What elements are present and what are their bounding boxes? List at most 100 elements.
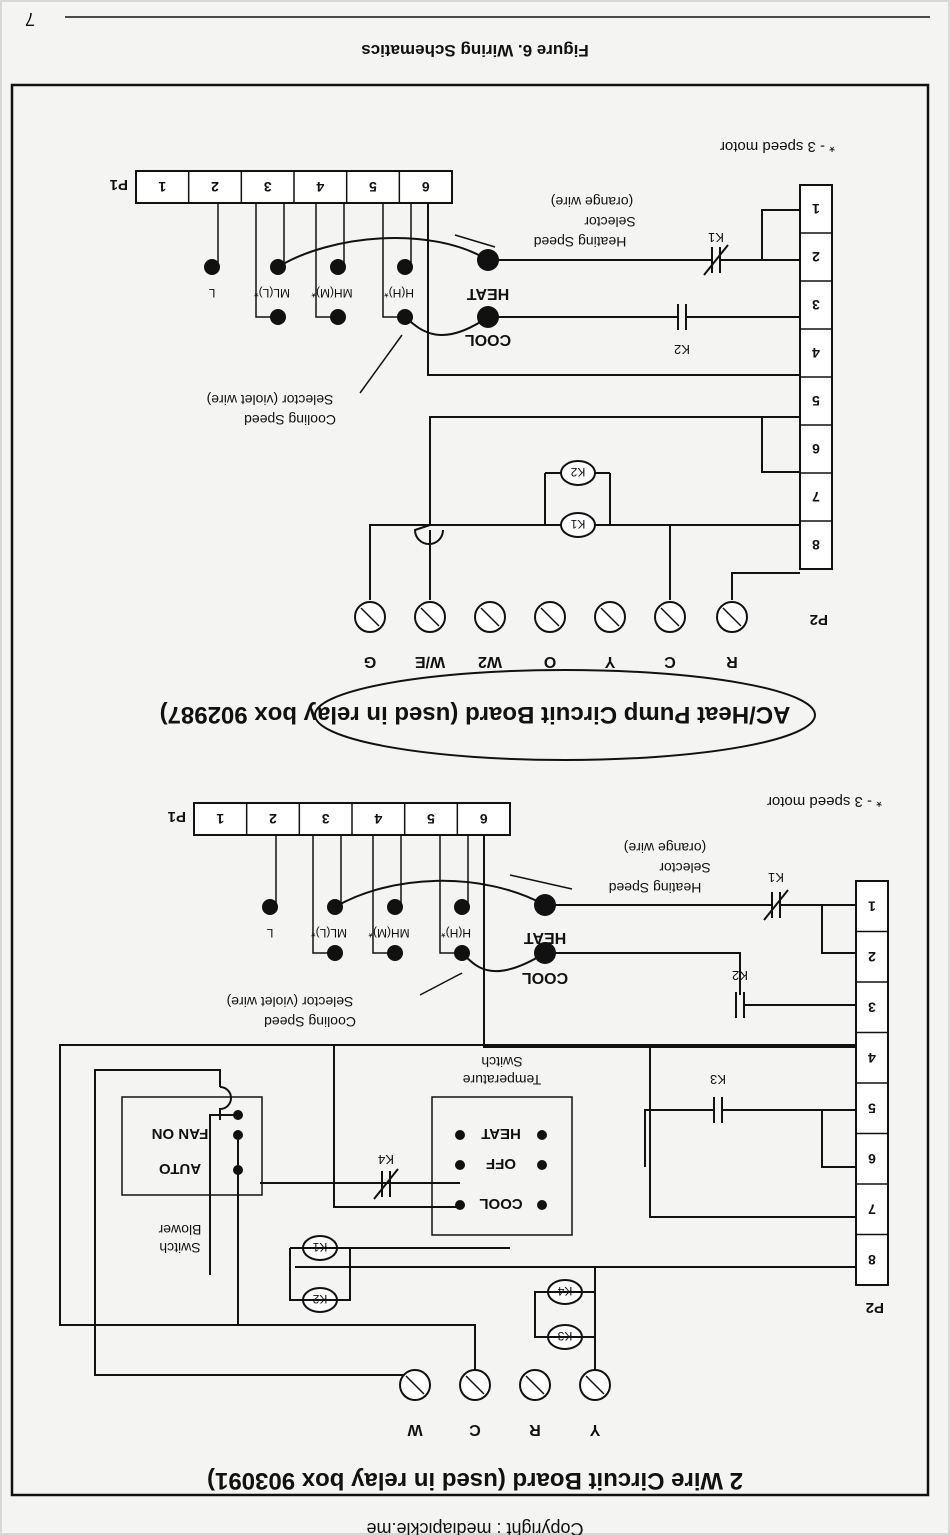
cool-label-a: COOL [465, 331, 511, 348]
p2-pin-6-b: 6 [868, 1151, 876, 1167]
heat-label-a: HEAT [467, 285, 510, 302]
speed-tap-label-b: H(H)* [441, 926, 471, 940]
k2-contact-label-b: K2 [732, 968, 748, 983]
heating-selector-line2-b: Selector [659, 860, 711, 876]
cooling-selector-wire-a [404, 316, 489, 336]
board-title-a: AC/Heat Pump Circuit Board (used in rela… [160, 701, 791, 728]
p2-pin-5-b: 5 [868, 1100, 876, 1116]
k1-contact-label-b: K1 [768, 870, 784, 885]
rotated-content: 7 Figure 6. Wiring Schematics * - 3 spee… [10, 9, 930, 1535]
k3-contact-b: K3 [710, 1072, 726, 1123]
terminal-label-a: W/E [415, 653, 446, 670]
temperature-switch-position-heat[interactable]: HEAT [481, 1125, 521, 1142]
heating-selector-wire-b [334, 879, 546, 908]
terminal-slot [585, 1375, 605, 1395]
k1-coil-label-a: K1 [570, 517, 585, 531]
speed-tap-label-a: L [208, 286, 215, 300]
p2-pin-3-a: 3 [812, 297, 820, 313]
figure-caption: Figure 6. Wiring Schematics [361, 41, 589, 60]
p1-pin-1-b: 1 [216, 811, 224, 827]
p2-pin-7-a: 7 [812, 489, 820, 505]
jumper-p2-1-2-b [821, 904, 856, 954]
speed-tap-wire-lower [382, 203, 405, 318]
terminal-label-a: O [544, 653, 556, 670]
p2-pin-4-a: 4 [812, 345, 820, 361]
k4-contact-b: K4 [373, 1152, 399, 1200]
k1-contact-a: K1 [703, 230, 729, 276]
heating-selector-line3-b: (orange wire) [624, 840, 706, 856]
blower-switch-position-fan-on[interactable]: FAN ON [152, 1125, 209, 1142]
cooling-selector-line1-a: Cooling Speed [244, 412, 336, 428]
speed-tap-wire [462, 835, 469, 908]
cool-label-b: COOL [522, 969, 568, 986]
wire-w-crossover-b [219, 1086, 232, 1120]
blower-switch-position-auto[interactable]: AUTO [159, 1160, 202, 1177]
p2-pin-1-a: 1 [812, 201, 820, 217]
temperature-switch-position-off[interactable]: OFF [486, 1155, 516, 1172]
temperature-switch-contact [455, 1160, 465, 1170]
p2-pin-2-a: 2 [812, 249, 820, 265]
coil-loop-k3-k4-b [534, 1291, 596, 1338]
heating-selector-line1-a: Heating Speed [534, 234, 627, 250]
coil-loop-k1-k2-b [289, 1248, 351, 1301]
jumper-p2-5-6-b [821, 1109, 856, 1168]
temperature-switch-title-line1: Temperature [462, 1072, 541, 1088]
p2-pin-2-b: 2 [868, 949, 876, 965]
terminal-slot [540, 607, 560, 627]
p1-pin-2-a: 2 [211, 179, 219, 195]
jumper-p2-5-6-a [761, 416, 800, 473]
terminal-slot [405, 1375, 425, 1395]
p1-pin-4-b: 4 [374, 811, 382, 827]
wire-p2-5-we-a [429, 416, 800, 507]
temperature-switch-box [431, 1096, 573, 1236]
wire-w-b [94, 1069, 416, 1385]
temperature-switch-contact [537, 1130, 547, 1140]
p2-pin-1-b: 1 [868, 898, 876, 914]
terminal-label-b: C [469, 1421, 481, 1438]
wire-p2-8-r-b [594, 1266, 856, 1385]
wire-p2-7-c-a [669, 524, 800, 600]
p1-pin-5-b: 5 [427, 811, 435, 827]
speed-tap-label-b: ML(L)* [311, 926, 347, 940]
speed-tap-label-a: MH(M)* [311, 286, 353, 300]
p1-pin-6-b: 6 [480, 811, 488, 827]
p2-pin-5-a: 5 [812, 393, 820, 409]
watermark: Copyright : mediapickle.me [366, 1519, 583, 1535]
terminal-label-b: Y [589, 1421, 600, 1438]
terminal-slot [420, 607, 440, 627]
terminal-slot [525, 1375, 545, 1395]
p2-label-a: P2 [810, 611, 828, 628]
k2-contact-a: K2 [674, 304, 690, 357]
figure-frame [10, 83, 930, 1497]
p2-label-b: P2 [866, 1299, 884, 1316]
cooling-selector-pointer-b [419, 972, 463, 996]
wire-tswitch-cool-b [333, 1045, 460, 1208]
heating-selector-pointer-a [454, 234, 496, 248]
temperature-switch-contacts: HEAT OFF COOL [455, 1125, 547, 1212]
speed-tap-label-b: L [266, 926, 273, 940]
p1-label-b: P1 [168, 808, 186, 825]
p2-pin-8-a: 8 [812, 537, 820, 553]
k3-contact-label-b: K3 [710, 1072, 726, 1087]
heat-label-b: HEAT [524, 929, 567, 946]
board-title-b: 2 Wire Circuit Board (used in relay box … [207, 1467, 743, 1494]
wire-p2-5-tempswitch-b [644, 1109, 856, 1167]
temperature-switch-contact [537, 1160, 547, 1170]
speed-tap-label-a: ML(L)* [254, 286, 290, 300]
wire-p2-4-p1-6-b [483, 835, 856, 1048]
temperature-switch-position-cool[interactable]: COOL [479, 1195, 522, 1212]
cooling-selector-line2-a: Selector (violet wire) [207, 392, 334, 408]
speed-tap-wire [338, 203, 345, 268]
blower-switch-title-line2: Switch [159, 1240, 200, 1256]
terminal-label-b: R [529, 1421, 541, 1438]
blower-switch-box [121, 1096, 263, 1196]
k1-coil-a [560, 512, 596, 538]
